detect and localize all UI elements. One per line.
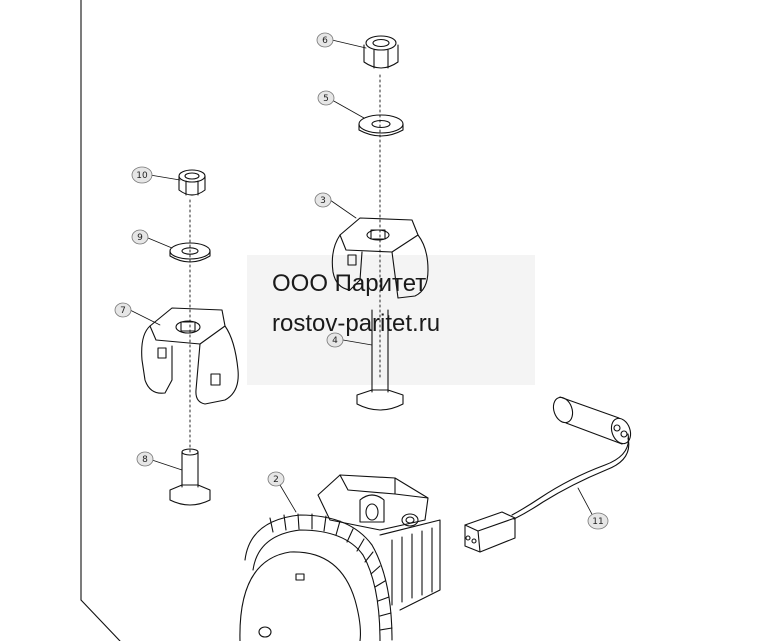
cable-11 xyxy=(464,396,632,553)
leader-lines xyxy=(129,39,595,519)
bolt-8 xyxy=(169,448,211,506)
callout-9: 9 xyxy=(131,229,149,245)
svg-text:5: 5 xyxy=(323,94,329,104)
callout-8: 8 xyxy=(136,451,154,467)
bracket-3 xyxy=(331,217,429,299)
frame-border xyxy=(80,0,121,641)
callout-4: 4 xyxy=(326,332,344,348)
svg-text:11: 11 xyxy=(592,517,603,527)
callout-10: 10 xyxy=(131,166,153,184)
callout-2: 2 xyxy=(267,471,285,487)
nut-10 xyxy=(178,169,206,196)
nut-6 xyxy=(363,35,399,69)
watermark-url: rostov-paritet.ru xyxy=(272,310,441,337)
washer-9 xyxy=(169,242,211,263)
svg-text:7: 7 xyxy=(120,306,126,316)
svg-text:6: 6 xyxy=(322,36,328,46)
svg-text:8: 8 xyxy=(142,455,148,465)
callout-3: 3 xyxy=(314,192,332,208)
callout-11: 11 xyxy=(587,512,609,530)
callout-5: 5 xyxy=(317,90,335,106)
callout-7: 7 xyxy=(114,302,132,318)
watermark-background xyxy=(247,255,535,385)
callouts: 6 5 3 4 10 9 7 8 2 11 xyxy=(114,32,609,530)
svg-text:3: 3 xyxy=(320,196,326,206)
svg-text:4: 4 xyxy=(332,336,338,346)
svg-text:2: 2 xyxy=(273,475,279,485)
lamp-housing-2 xyxy=(239,474,441,641)
washer-5 xyxy=(358,114,404,137)
svg-text:9: 9 xyxy=(137,233,143,243)
bolt-4 xyxy=(356,309,404,411)
callout-6: 6 xyxy=(316,32,334,48)
bracket-7 xyxy=(141,307,239,405)
watermark-company: ООО Паритет xyxy=(272,270,427,297)
svg-text:10: 10 xyxy=(136,171,148,181)
